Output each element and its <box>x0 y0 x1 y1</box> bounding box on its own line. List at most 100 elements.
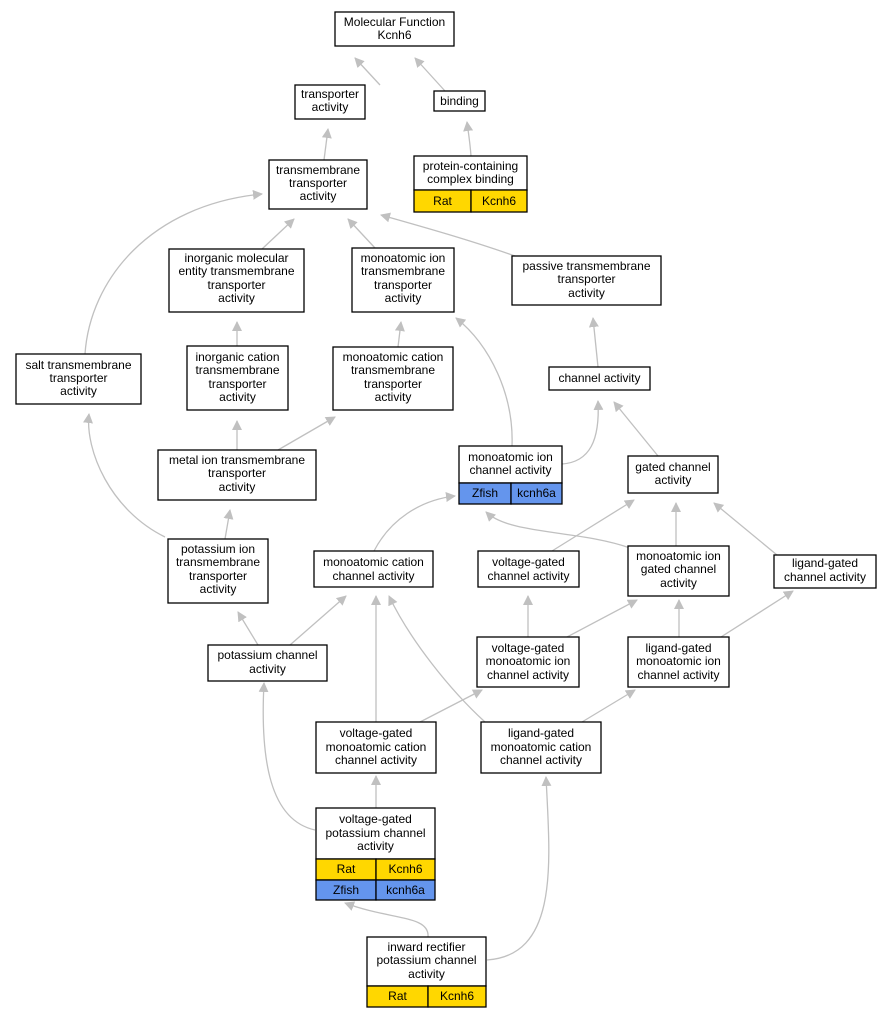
edge <box>551 499 635 552</box>
gene-label: Kcnh6 <box>440 989 474 1003</box>
node-label: potassium ion <box>181 542 255 556</box>
edge <box>289 595 347 646</box>
node-gated-channel[interactable]: gated channel activity <box>627 455 719 494</box>
node-label: inorganic molecular <box>184 251 288 265</box>
edge <box>588 317 599 368</box>
node-label: binding <box>440 94 479 108</box>
node-label: gated channel <box>635 460 710 474</box>
node-label: Kcnh6 <box>377 28 411 42</box>
node-monoatomic-ion-channel[interactable]: monoatomic ion channel activity Zfish kc… <box>458 445 563 505</box>
node-potassium-channel[interactable]: potassium channel activity <box>207 644 328 682</box>
node-protein-containing-complex-binding[interactable]: protein-containing complex binding Rat K… <box>413 155 528 213</box>
node-label: monoatomic ion <box>468 450 553 464</box>
node-monoatomic-ion-gated-channel[interactable]: monoatomic ion gated channel activity <box>627 545 730 597</box>
edges <box>83 57 794 961</box>
node-label: channel activity <box>332 569 414 583</box>
node-binding[interactable]: binding <box>433 90 486 112</box>
node-label: monoatomic ion <box>636 549 721 563</box>
node-voltage-gated-monoatomic-cation-channel[interactable]: voltage-gated monoatomic cation channel … <box>315 721 437 774</box>
node-label: transporter <box>208 377 266 391</box>
node-label: monoatomic cation <box>343 350 444 364</box>
node-label: monoatomic cation <box>491 740 592 754</box>
node-label: activity <box>300 189 337 203</box>
gene-tag <box>510 482 563 505</box>
edge <box>380 212 516 257</box>
node-channel-activity[interactable]: channel activity <box>548 366 651 391</box>
node-label: potassium channel <box>376 953 476 967</box>
node-label: channel activity <box>487 668 569 682</box>
node-label: monoatomic cation <box>326 740 427 754</box>
node-transmembrane-transporter[interactable]: transmembrane transporter activity <box>268 159 368 210</box>
node-label: gated channel <box>641 562 716 576</box>
node-label: activity <box>218 291 255 305</box>
gene-label: kcnh6a <box>386 883 425 897</box>
gene-tag <box>375 879 436 901</box>
edge <box>83 413 166 538</box>
node-monoatomic-cation-transmembrane[interactable]: monoatomic cation transmembrane transpor… <box>332 346 454 411</box>
node-monoatomic-ion-transmembrane[interactable]: monoatomic ion transmembrane transporter… <box>351 247 455 313</box>
node-potassium-ion-transmembrane[interactable]: potassium ion transmembrane transporter … <box>167 538 269 604</box>
node-passive-transmembrane[interactable]: passive transmembrane transporter activi… <box>511 255 662 306</box>
node-label: transporter <box>207 278 265 292</box>
node-label: ligand-gated <box>645 641 711 655</box>
node-ligand-gated-monoatomic-cation-channel[interactable]: ligand-gated monoatomic cation channel a… <box>480 721 602 774</box>
edge <box>613 401 659 457</box>
node-voltage-gated-channel[interactable]: voltage-gated channel activity <box>477 550 580 588</box>
node-label: monoatomic ion <box>636 654 721 668</box>
node-voltage-gated-monoatomic-ion-channel[interactable]: voltage-gated monoatomic ion channel act… <box>476 636 580 688</box>
edge <box>713 502 778 556</box>
node-label: activity <box>375 390 412 404</box>
node-label: Molecular Function <box>344 15 445 29</box>
node-voltage-gated-potassium-channel[interactable]: voltage-gated potassium channel activity… <box>315 807 436 901</box>
edge <box>581 689 636 723</box>
node-label: activity <box>249 662 286 676</box>
node-label: monoatomic ion <box>486 654 571 668</box>
node-label: transporter <box>374 278 432 292</box>
node-inorganic-cation-transmembrane[interactable]: inorganic cation transmembrane transport… <box>186 345 289 411</box>
gene-label: Kcnh6 <box>388 862 422 876</box>
node-ligand-gated-monoatomic-ion-channel[interactable]: ligand-gated monoatomic ion channel acti… <box>627 636 730 688</box>
node-label: transporter <box>289 176 347 190</box>
node-label: salt transmembrane <box>25 358 131 372</box>
node-label: transporter <box>364 377 422 391</box>
species-label: Rat <box>337 862 356 876</box>
node-metal-ion-transmembrane[interactable]: metal ion transmembrane transporter acti… <box>157 449 317 501</box>
node-label: activity <box>660 576 697 590</box>
node-label: potassium channel <box>217 648 317 662</box>
node-transporter-activity[interactable]: transporter activity <box>294 84 366 120</box>
node-label: transporter <box>557 272 615 286</box>
node-inorganic-molecular-entity[interactable]: inorganic molecular entity transmembrane… <box>168 248 305 313</box>
edge <box>223 509 234 540</box>
node-label: activity <box>200 582 237 596</box>
node-molecular-function[interactable]: Molecular Function Kcnh6 <box>334 11 455 47</box>
node-ligand-gated-channel[interactable]: ligand-gated channel activity <box>773 554 877 589</box>
node-label: metal ion transmembrane <box>169 453 305 467</box>
node-label: activity <box>357 839 394 853</box>
edge <box>561 400 604 465</box>
species-label: Rat <box>433 194 452 208</box>
edge <box>321 128 332 161</box>
gene-tag <box>470 189 528 213</box>
node-label: channel activity <box>637 668 719 682</box>
edge <box>344 901 429 938</box>
node-label: complex binding <box>427 172 514 186</box>
node-label: passive transmembrane <box>522 259 650 273</box>
node-label: activity <box>568 286 605 300</box>
node-label: channel activity <box>784 570 866 584</box>
gene-tag <box>427 985 487 1008</box>
node-monoatomic-cation-channel[interactable]: monoatomic cation channel activity <box>313 550 434 588</box>
node-label: transporter <box>208 466 266 480</box>
edge <box>388 595 486 723</box>
node-label: activity <box>655 473 692 487</box>
node-label: ligand-gated <box>792 556 858 570</box>
edge <box>354 57 381 86</box>
node-label: channel activity <box>469 463 551 477</box>
node-inward-rectifier-potassium-channel[interactable]: inward rectifier potassium channel activ… <box>366 936 487 1008</box>
node-label: ligand-gated <box>508 726 574 740</box>
edge <box>84 189 263 355</box>
node-salt-transmembrane[interactable]: salt transmembrane transporter activity <box>15 353 142 405</box>
node-label: activity <box>219 480 256 494</box>
node-label: transporter <box>301 87 359 101</box>
edge <box>277 416 336 451</box>
node-label: activity <box>60 384 97 398</box>
